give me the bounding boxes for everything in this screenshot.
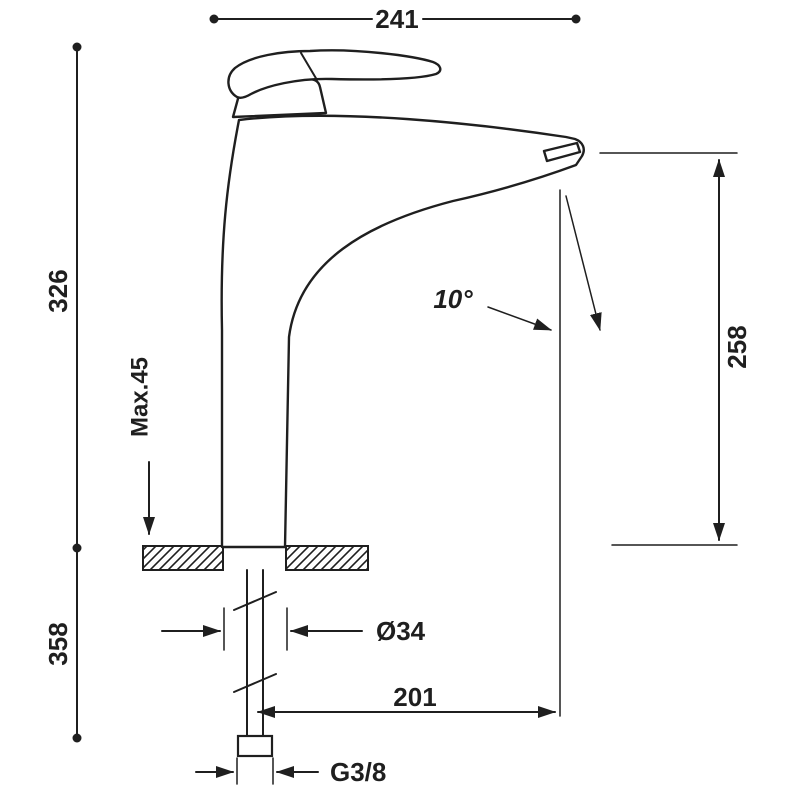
dim-outlet-height: 258 — [599, 152, 752, 546]
mounting-deck — [142, 545, 369, 571]
end-dot — [209, 14, 219, 24]
spout-aerator — [542, 141, 582, 163]
end-dot — [72, 733, 82, 743]
dim-body-diameter: Ø34 — [161, 607, 426, 651]
dim-label-thread: G3/8 — [330, 757, 386, 787]
faucet-lever-handle — [227, 49, 442, 99]
end-dot — [72, 543, 82, 553]
dim-outlet-reach: 201 — [257, 682, 556, 718]
dim-thread: G3/8 — [195, 757, 386, 787]
dim-label-height-below-deck: 358 — [43, 622, 73, 665]
handle-front-edge-line — [300, 52, 318, 81]
dim-label-max-thickness: Max.45 — [127, 357, 154, 437]
pipe-break-mark-lower — [233, 673, 277, 693]
dim-label-outlet-reach: 201 — [393, 682, 436, 712]
dim-left-heights: 326 358 — [43, 42, 82, 743]
dim-label-total-width: 241 — [375, 4, 418, 34]
dim-label-outlet-height: 258 — [722, 325, 752, 368]
faucet-outline — [220, 49, 585, 549]
supply-pipe — [233, 569, 277, 758]
thread-connector — [236, 734, 274, 758]
dim-label-body-diameter: Ø34 — [376, 616, 426, 646]
angle-label: 10° — [433, 284, 473, 314]
pipe-break-mark-upper — [233, 591, 277, 611]
faucet-body-spout — [220, 114, 585, 549]
deck-hatch-left — [142, 545, 224, 571]
dim-total-width: 241 — [209, 4, 581, 34]
stream-angle-line — [565, 195, 602, 331]
dim-max-thickness: Max.45 — [127, 357, 155, 535]
end-dot — [72, 42, 82, 52]
end-dot — [571, 14, 581, 24]
deck-hatch-right — [285, 545, 369, 571]
angle-annotation: 10° — [433, 189, 602, 717]
dim-label-height-above-deck: 326 — [43, 269, 73, 312]
angle-leader-arrow — [487, 306, 552, 331]
